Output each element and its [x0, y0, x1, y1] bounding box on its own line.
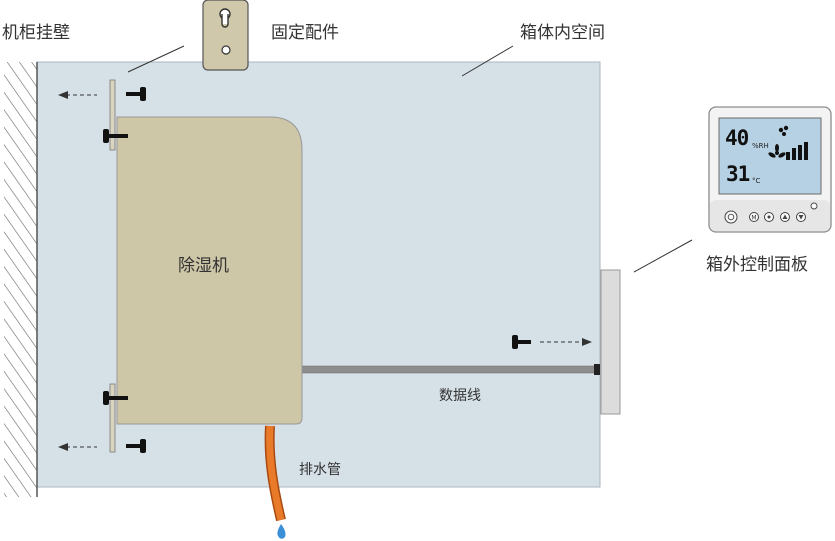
dashed-arrow-left-bottom	[58, 443, 97, 451]
control-panel: M	[708, 106, 832, 233]
temperature-readout: 31	[726, 162, 750, 186]
up-button[interactable]	[780, 212, 790, 222]
dashed-arrow-right	[540, 338, 592, 346]
label-drain-pipe: 排水管	[299, 462, 341, 478]
screw-icon	[126, 439, 146, 453]
data-cable	[299, 365, 599, 374]
power-button[interactable]	[724, 210, 738, 224]
label-external-panel: 箱外控制面板	[706, 255, 808, 275]
leader-wall	[127, 45, 185, 73]
external-mount-plate	[600, 269, 621, 415]
droplet-icon	[778, 125, 789, 136]
label-data-cable: 数据线	[439, 388, 481, 404]
dashed-arrow-left-top	[58, 91, 97, 99]
signal-bars-icon	[786, 142, 808, 160]
label-dehumidifier: 除湿机	[178, 256, 229, 276]
down-button[interactable]	[796, 212, 806, 222]
screw-icon	[126, 87, 146, 101]
screw-icon	[512, 335, 531, 349]
mode-button[interactable]: M	[749, 212, 759, 222]
dehumidifier-body	[116, 116, 303, 425]
svg-text:M: M	[751, 215, 756, 222]
humidity-unit: %RH	[752, 142, 769, 150]
indicator-led-icon	[810, 202, 818, 210]
left-bracket-top	[109, 79, 116, 151]
humidity-readout: 40	[725, 126, 749, 150]
temperature-unit: °C	[752, 177, 761, 185]
leader-panel	[633, 239, 693, 273]
water-drop-icon	[277, 524, 286, 539]
screw-icon	[103, 129, 128, 143]
left-bracket-bottom	[109, 383, 116, 453]
leader-interior	[461, 45, 514, 77]
cabinet-wall	[4, 62, 38, 497]
data-cable-connector	[594, 364, 600, 375]
label-mounting-bracket: 固定配件	[271, 23, 339, 43]
label-cabinet-wall: 机柜挂壁	[2, 23, 70, 43]
mounting-bracket	[202, 0, 249, 71]
fan-button[interactable]	[764, 212, 774, 222]
label-cabinet-interior: 箱体内空间	[520, 23, 605, 43]
fan-icon	[768, 144, 786, 158]
screw-icon	[103, 391, 128, 405]
